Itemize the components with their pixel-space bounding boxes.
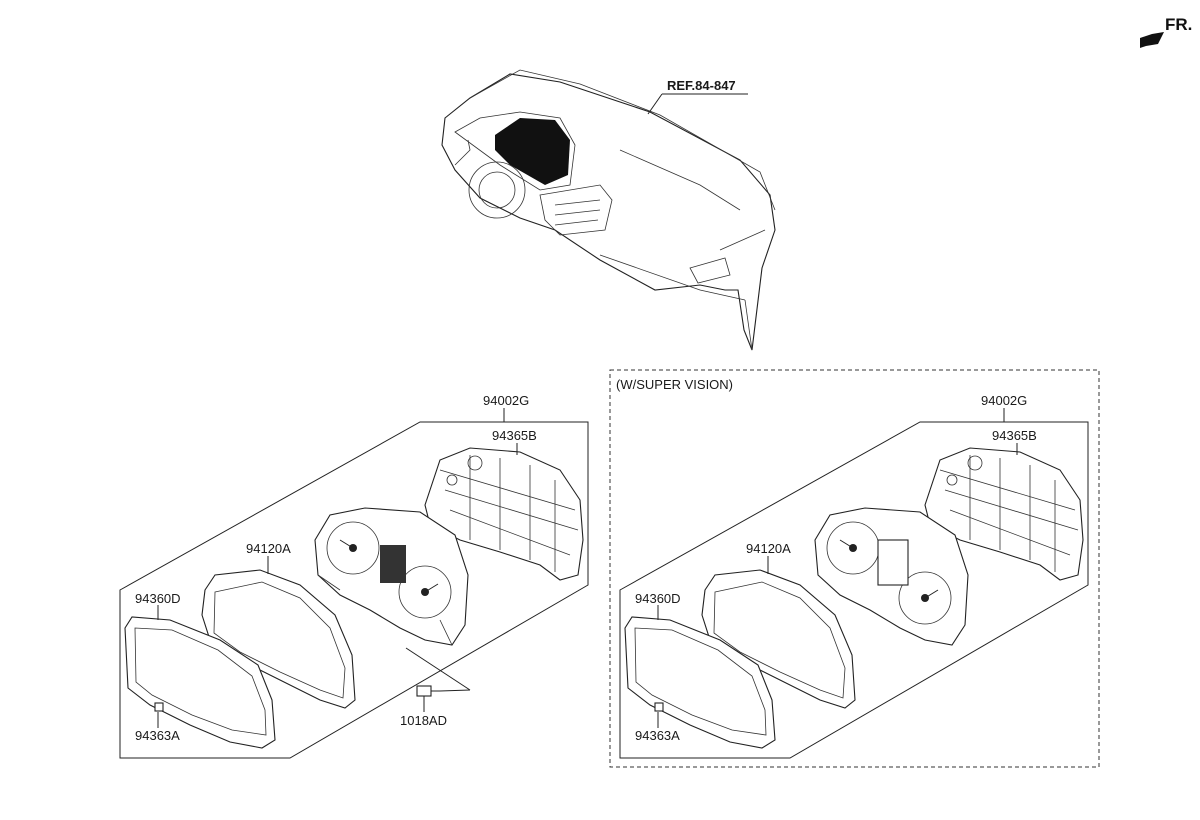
label-knob-sv: 94363A <box>635 728 680 743</box>
tachometer-dial <box>398 565 452 619</box>
tachometer-dial-sv <box>898 571 952 625</box>
trip-knob <box>154 702 164 712</box>
label-case-sv: 94365B <box>992 428 1037 443</box>
front-label: FR. <box>1165 15 1192 34</box>
label-knob: 94363A <box>135 728 180 743</box>
label-window: 94120A <box>246 541 291 556</box>
cluster-back-case <box>424 447 584 581</box>
label-screw: 1018AD <box>400 713 447 728</box>
cluster-back-case-sv <box>924 447 1084 581</box>
ref-leader <box>647 93 663 115</box>
cluster-location-highlight <box>495 118 570 185</box>
option-title: (W/SUPER VISION) <box>616 377 733 392</box>
arrow-icon <box>1140 32 1164 48</box>
label-lens-sv: 94360D <box>635 591 681 606</box>
trip-knob-sv <box>654 702 664 712</box>
cluster-lens <box>124 616 276 749</box>
assembly-super-vision: (W/SUPER VISION) <box>609 369 1100 768</box>
front-direction-marker: FR. <box>1140 15 1192 48</box>
speedometer-dial <box>326 521 380 575</box>
cluster-gauge-face <box>314 507 469 646</box>
ref-label: REF.84-847 <box>667 78 736 93</box>
tft-display <box>877 539 909 586</box>
assembly-standard: 94002G 94365B 94120A 94360D 94363A 1018A… <box>119 393 589 759</box>
ref-callout: REF.84-847 <box>647 78 748 115</box>
label-window-sv: 94120A <box>746 541 791 556</box>
dashboard-illustration <box>441 69 776 351</box>
label-assembly: 94002G <box>483 393 529 408</box>
lcd-display <box>380 545 406 583</box>
label-assembly-sv: 94002G <box>981 393 1027 408</box>
option-frame <box>609 369 1100 768</box>
label-lens: 94360D <box>135 591 181 606</box>
label-case: 94365B <box>492 428 537 443</box>
assembly-boundary <box>119 421 589 759</box>
cluster-lens-sv <box>624 616 776 749</box>
cluster-gauge-face-sv <box>814 507 969 646</box>
assembly-boundary-sv <box>619 421 1089 759</box>
